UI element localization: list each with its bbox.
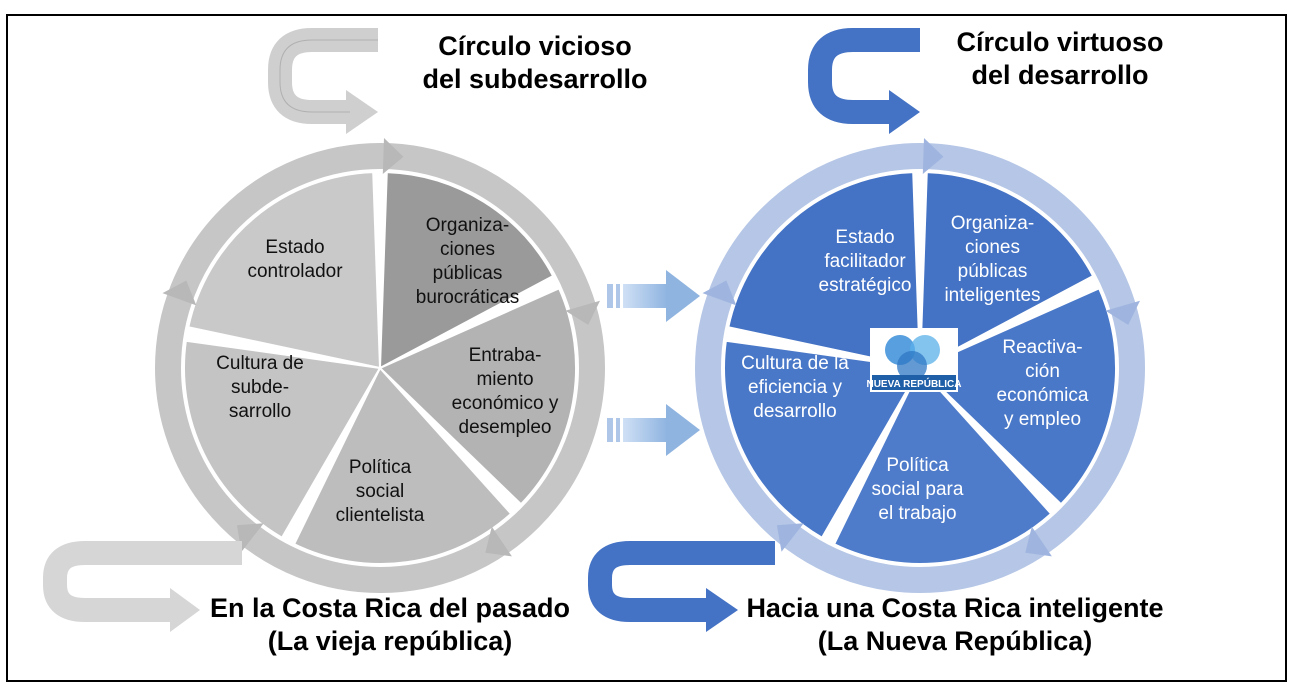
past-caption-line1: En la Costa Rica del pasado xyxy=(209,593,571,623)
vicious-wedge-entrabamiento xyxy=(378,286,578,506)
seg-line: Cultura de la xyxy=(741,353,849,374)
past-costa-rica-caption: En la Costa Rica del pasado (La vieja re… xyxy=(200,592,580,658)
vicious-wedge-estado xyxy=(187,171,382,370)
vicious-ring-arrow-5 xyxy=(162,280,197,306)
seg-line: económica xyxy=(996,385,1089,406)
seg-line: facilitador xyxy=(824,251,906,272)
virtuous-heading-line2: del desarrollo xyxy=(971,60,1149,90)
seg-line: Política xyxy=(348,457,412,478)
u-turn-arrow-gray-bottom xyxy=(43,541,242,632)
seg-line: públicas xyxy=(432,263,503,284)
virtuous-segment-politica: Política social para el trabajo xyxy=(850,454,985,526)
seg-line: ciones xyxy=(440,239,495,260)
seg-line: Estado xyxy=(835,227,895,248)
vicious-heading-line1: Círculo vicioso xyxy=(438,31,632,61)
seg-line: Reactiva- xyxy=(1002,337,1083,358)
vicious-wedge-politica xyxy=(292,366,513,565)
vicious-wedge-cultura xyxy=(183,339,382,540)
virtuous-segment-organizaciones: Organiza- ciones públicas inteligentes xyxy=(920,212,1065,308)
virtuous-ring-arrow-3 xyxy=(1025,526,1052,557)
future-caption-line2: (La Nueva República) xyxy=(817,626,1093,656)
seg-line: ciones xyxy=(965,237,1020,258)
seg-line: el trabajo xyxy=(878,503,957,524)
virtuous-ring-arrow-2 xyxy=(1105,300,1140,325)
seg-line: burocráticas xyxy=(415,287,520,308)
vicious-heading-line2: del subdesarrollo xyxy=(422,64,648,94)
u-turn-arrow-blue-top xyxy=(808,28,920,134)
future-costa-rica-caption: Hacia una Costa Rica inteligente (La Nue… xyxy=(740,592,1170,658)
virtuous-segment-cultura: Cultura de la eficiencia y desarrollo xyxy=(730,352,860,424)
seg-line: controlador xyxy=(247,261,343,282)
seg-line: inteligentes xyxy=(944,285,1041,306)
seg-line: Política xyxy=(886,455,949,476)
seg-line: económico y xyxy=(451,393,559,414)
vicious-segment-entrabamiento: Entraba- miento económico y desempleo xyxy=(440,344,570,440)
future-caption-line1: Hacia una Costa Rica inteligente xyxy=(746,593,1164,623)
seg-line: sarrollo xyxy=(228,401,292,422)
vicious-cycle-ring xyxy=(155,143,605,593)
vicious-segment-organizaciones: Organiza- ciones públicas burocráticas xyxy=(395,214,540,310)
virtuous-heading-line1: Círculo virtuoso xyxy=(956,27,1164,57)
virtuous-cycle-ring xyxy=(695,143,1145,593)
virtuous-ring-arrow-1 xyxy=(922,138,944,174)
virtuous-cycle-diagram xyxy=(695,138,1145,593)
logo-text: NUEVA REPÚBLICA xyxy=(866,377,961,390)
vicious-segment-estado: Estado controlador xyxy=(220,236,370,284)
seg-line: desempleo xyxy=(458,417,552,438)
flow-arrow-bottom xyxy=(607,404,700,456)
u-turn-arrow-gray-top xyxy=(268,28,378,134)
vicious-ring-arrow-4 xyxy=(236,523,264,552)
seg-line: Entraba- xyxy=(468,345,542,366)
flow-arrow-top xyxy=(607,270,700,322)
seg-line: clientelista xyxy=(335,505,425,526)
virtuous-ring-arrow-4 xyxy=(776,523,804,552)
virtuous-ring-arrow-5 xyxy=(702,280,737,306)
vicious-ring-arrow-2 xyxy=(565,300,600,325)
vicious-cycle-heading: Círculo vicioso del subdesarrollo xyxy=(410,30,660,96)
seg-line: y empleo xyxy=(1003,409,1082,430)
vicious-wedge-organizaciones xyxy=(378,171,555,370)
seg-line: social xyxy=(355,481,405,502)
seg-line: social para xyxy=(871,479,964,500)
past-caption-line2: (La vieja república) xyxy=(267,626,513,656)
seg-line: estratégico xyxy=(818,275,912,296)
seg-line: subde- xyxy=(230,377,290,398)
seg-line: públicas xyxy=(957,261,1028,282)
virtuous-wedge-politica xyxy=(832,366,1053,565)
seg-line: Organiza- xyxy=(950,213,1035,234)
seg-line: Estado xyxy=(265,237,325,258)
virtuous-wedge-estado xyxy=(727,171,922,370)
vicious-segment-cultura: Cultura de subde- sarrollo xyxy=(195,352,325,424)
nueva-republica-logo: NUEVA REPÚBLICA xyxy=(866,328,962,392)
seg-line: desarrollo xyxy=(753,401,837,422)
virtuous-wedge-entrabamiento xyxy=(918,286,1118,506)
vicious-ring-arrow-1 xyxy=(382,138,404,174)
vicious-cycle-diagram xyxy=(155,138,605,593)
vicious-segment-politica: Política social clientelista xyxy=(315,456,445,528)
seg-line: ción xyxy=(1025,361,1060,382)
seg-line: Cultura de xyxy=(216,353,304,374)
seg-line: eficiencia y xyxy=(748,377,842,398)
virtuous-wedge-organizaciones xyxy=(918,171,1095,370)
virtuous-cycle-heading: Círculo virtuoso del desarrollo xyxy=(935,26,1185,92)
virtuous-segment-reactivacion: Reactiva- ción económica y empleo xyxy=(980,336,1105,432)
vicious-ring-arrow-3 xyxy=(485,526,512,557)
virtuous-segment-estado: Estado facilitador estratégico xyxy=(790,226,940,298)
u-turn-arrow-blue-bottom xyxy=(588,541,775,632)
seg-line: miento xyxy=(476,369,534,390)
seg-line: Organiza- xyxy=(425,215,510,236)
